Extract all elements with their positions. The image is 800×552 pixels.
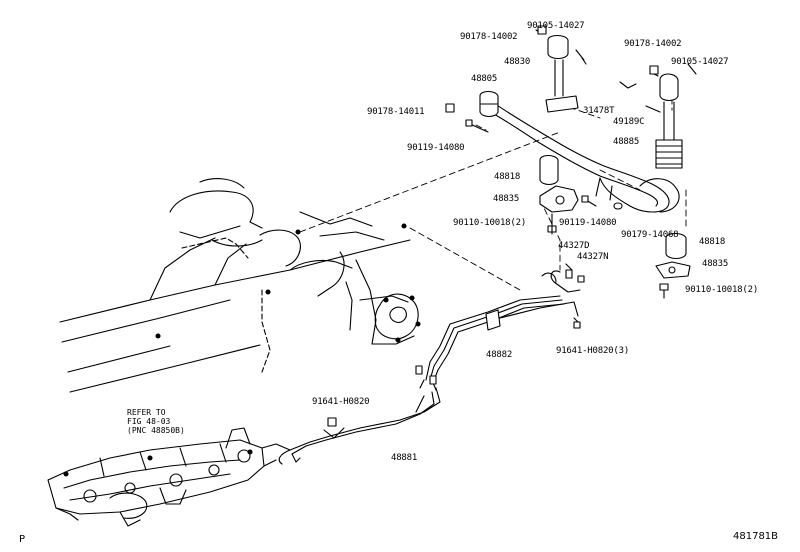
- corner-mark-p: P: [19, 534, 26, 545]
- label-31478T[interactable]: 31478T: [583, 106, 615, 116]
- diagram-code: 481781B: [733, 531, 779, 542]
- refer-note-line2: FIG 48-03: [127, 417, 171, 426]
- label-44327D[interactable]: 44327D: [558, 241, 590, 251]
- label-49189C[interactable]: 49189C: [613, 117, 645, 127]
- label-90179-14068[interactable]: 90179-14068: [621, 230, 679, 240]
- label-48881[interactable]: 48881: [391, 453, 418, 463]
- axle-housing-drawing: [59, 178, 421, 393]
- label-90105-14027-right[interactable]: 90105-14027: [671, 57, 729, 67]
- label-48882[interactable]: 48882: [486, 350, 513, 360]
- label-48835-right[interactable]: 48835: [702, 259, 729, 269]
- label-48818-right[interactable]: 48818: [699, 237, 726, 247]
- label-91641-H0820[interactable]: 91641-H0820: [312, 397, 370, 407]
- label-48830[interactable]: 48830: [504, 57, 531, 67]
- label-90105-14027-top[interactable]: 90105-14027: [527, 21, 585, 31]
- bracket-48835-right: [655, 232, 691, 299]
- brake-tubes: [278, 263, 585, 465]
- label-90119-14080-mid[interactable]: 90119-14080: [559, 218, 617, 228]
- label-48805[interactable]: 48805: [471, 74, 498, 84]
- shock-absorber-48885: [619, 63, 697, 169]
- refer-note-line1: REFER TO: [127, 408, 166, 417]
- link-48830: [535, 25, 587, 113]
- refer-note: REFER TO FIG 48-03 (PNC 48850B): [127, 408, 185, 435]
- label-90119-14080-left[interactable]: 90119-14080: [407, 143, 465, 153]
- actuator-assembly: [47, 427, 291, 527]
- fasteners: [445, 103, 623, 235]
- label-90178-14011[interactable]: 90178-14011: [367, 107, 425, 117]
- label-48818-top[interactable]: 48818: [494, 172, 521, 182]
- label-48835-top[interactable]: 48835: [493, 194, 520, 204]
- label-44327N[interactable]: 44327N: [577, 252, 609, 262]
- label-90110-10018-right[interactable]: 90110-10018(2): [685, 285, 759, 295]
- label-90178-14002-right[interactable]: 90178-14002: [624, 39, 682, 49]
- label-90110-10018-left[interactable]: 90110-10018(2): [453, 218, 527, 228]
- stabilizer-bar: [479, 90, 680, 213]
- bracket-48835-left: [539, 185, 579, 233]
- refer-note-line3: (PNC 48850B): [127, 426, 185, 435]
- label-90178-14002-top[interactable]: 90178-14002: [460, 32, 518, 42]
- label-48885[interactable]: 48885: [613, 137, 640, 147]
- label-91641-H0820-3[interactable]: 91641-H0820(3): [556, 346, 630, 356]
